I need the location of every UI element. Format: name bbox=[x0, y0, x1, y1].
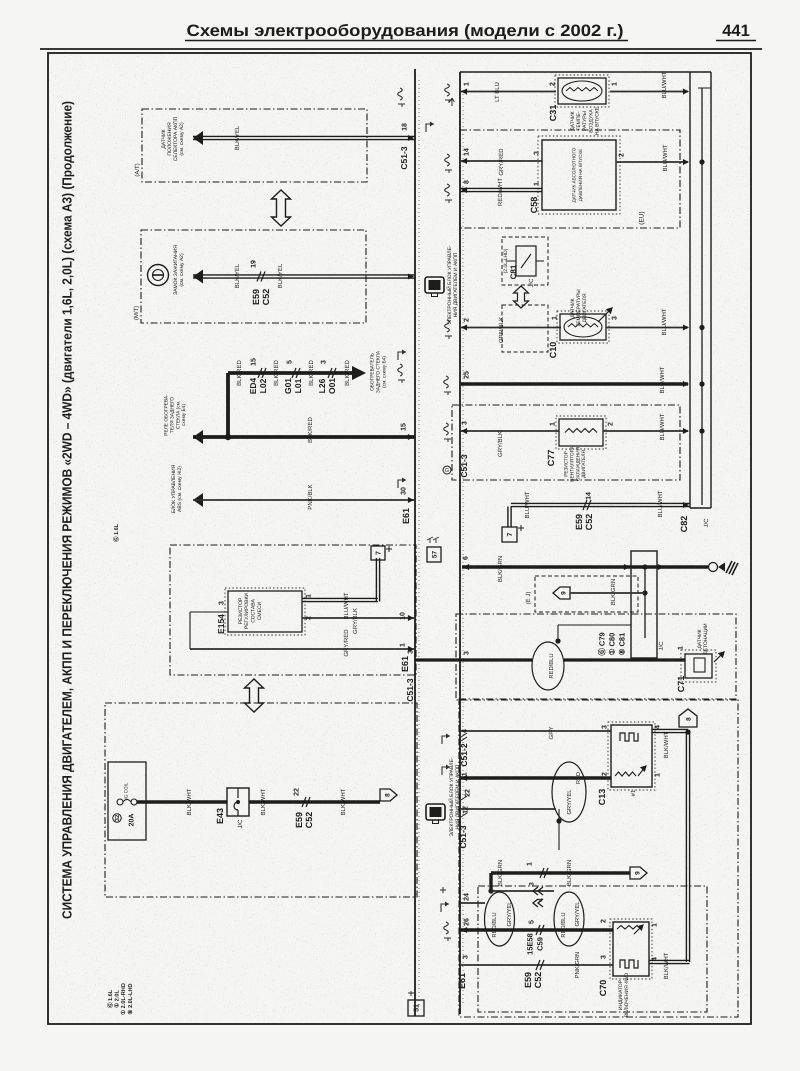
svg-text:441: 441 bbox=[722, 22, 750, 40]
svg-text:Схемы электрооборудования (мод: Схемы электрооборудования (модели с 2002… bbox=[187, 22, 624, 40]
